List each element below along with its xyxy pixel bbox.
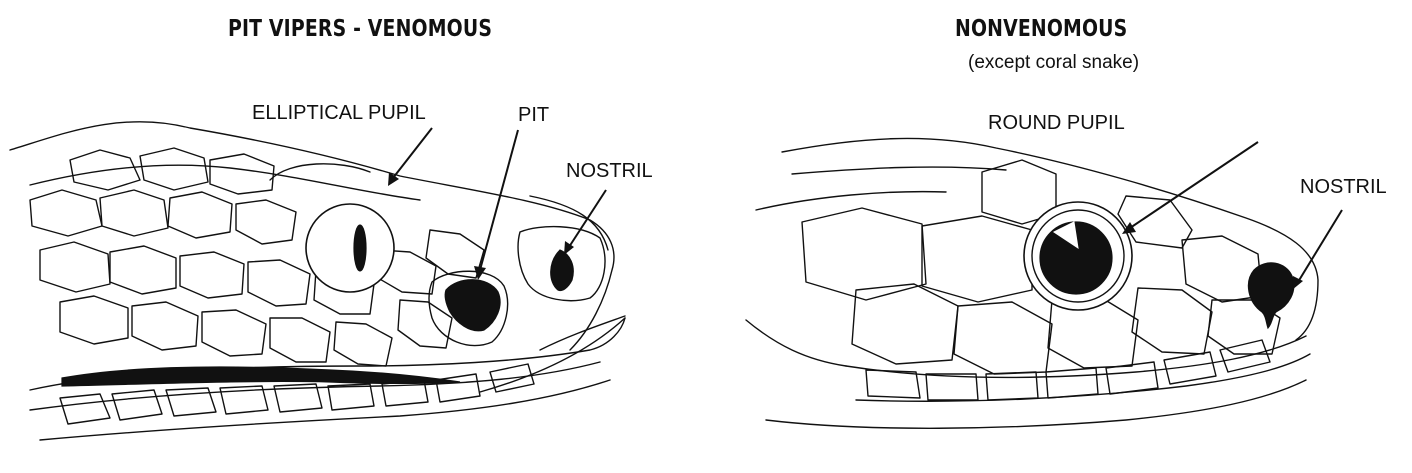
round-pupil-eye (1024, 202, 1132, 310)
pit-viper-panel: PIT VIPERS - VENOMOUS ELLIPTICAL PUPIL P… (0, 0, 706, 473)
nonvenomous-head-drawing (706, 0, 1412, 473)
pit-viper-head-drawing (0, 0, 706, 473)
pit-arrow (474, 130, 518, 280)
viper-nostril-arrow (564, 190, 606, 255)
nonvenomous-nostril-arrow (1292, 210, 1342, 290)
pit-shape (429, 271, 508, 345)
nonvenomous-panel: NONVENOMOUS (except coral snake) ROUND P… (706, 0, 1412, 473)
elliptical-pupil-eye (270, 164, 394, 292)
round-pupil-arrow (1122, 142, 1258, 234)
nonvenomous-nostril (1248, 263, 1293, 328)
viper-nostril (518, 227, 605, 301)
